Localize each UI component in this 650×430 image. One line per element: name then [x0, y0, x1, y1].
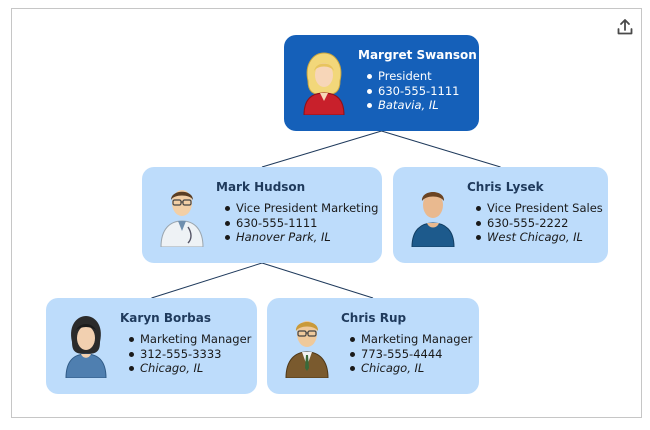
person-name: Margret Swanson	[358, 48, 477, 62]
person-title: Marketing Manager	[350, 332, 472, 347]
org-node-chris-rup[interactable]: Chris Rup Marketing Manager 773-555-4444…	[267, 298, 479, 394]
person-location: Hanover Park, IL	[225, 230, 378, 245]
org-node-karyn-borbas[interactable]: Karyn Borbas Marketing Manager 312-555-3…	[46, 298, 257, 394]
female-dark-hair-avatar-icon	[65, 316, 107, 378]
person-details: President 630-555-1111 Batavia, IL	[367, 69, 459, 113]
person-name: Chris Lysek	[467, 180, 544, 194]
person-name: Mark Hudson	[216, 180, 306, 194]
person-phone: 630-555-1111	[225, 216, 378, 231]
person-location: Chicago, IL	[350, 361, 472, 376]
male-casual-avatar-icon	[411, 192, 455, 247]
person-location: Batavia, IL	[367, 98, 459, 113]
person-phone: 312-555-3333	[129, 347, 251, 362]
male-suit-avatar-icon	[285, 321, 329, 378]
person-details: Marketing Manager 773-555-4444 Chicago, …	[350, 332, 472, 376]
person-phone: 630-555-1111	[367, 84, 459, 99]
person-phone: 630-555-2222	[476, 216, 603, 231]
org-node-chris-lysek[interactable]: Chris Lysek Vice President Sales 630-555…	[393, 167, 608, 263]
person-phone: 773-555-4444	[350, 347, 472, 362]
female-blonde-avatar-icon	[303, 52, 345, 115]
male-doctor-avatar-icon	[160, 190, 204, 247]
person-name: Chris Rup	[341, 311, 407, 325]
export-button[interactable]	[613, 15, 637, 39]
person-location: Chicago, IL	[129, 361, 251, 376]
person-details: Vice President Sales 630-555-2222 West C…	[476, 201, 603, 245]
person-details: Marketing Manager 312-555-3333 Chicago, …	[129, 332, 251, 376]
org-node-margret-swanson[interactable]: Margret Swanson President 630-555-1111 B…	[284, 35, 479, 131]
person-location: West Chicago, IL	[476, 230, 603, 245]
person-title: Vice President Sales	[476, 201, 603, 216]
person-name: Karyn Borbas	[120, 311, 211, 325]
person-title: President	[367, 69, 459, 84]
export-icon	[617, 19, 633, 35]
person-title: Marketing Manager	[129, 332, 251, 347]
person-title: Vice President Marketing	[225, 201, 378, 216]
org-node-mark-hudson[interactable]: Mark Hudson Vice President Marketing 630…	[142, 167, 382, 263]
person-details: Vice President Marketing 630-555-1111 Ha…	[225, 201, 378, 245]
